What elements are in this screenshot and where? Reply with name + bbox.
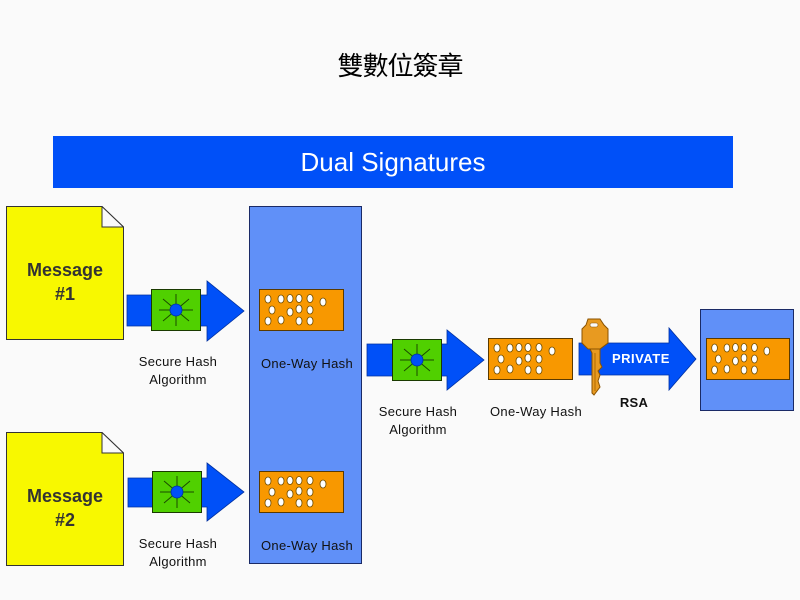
sha-label-3: Secure Hash Algorithm	[358, 403, 478, 439]
dual-signatures-banner: Dual Signatures	[53, 136, 733, 188]
hash-box-combined	[488, 338, 573, 380]
message-2-line2: #2	[54, 510, 76, 530]
message-2-document: Message #2	[6, 431, 125, 566]
hash-box-1	[259, 289, 344, 331]
rsa-label: RSA	[619, 395, 649, 410]
sha-icon-1	[151, 289, 201, 331]
sha-label-line1: Secure Hash	[138, 536, 218, 551]
sha-label-1: Secure Hash Algorithm	[118, 353, 238, 389]
message-1-document: Message #1	[6, 205, 125, 340]
document-icon	[6, 205, 125, 340]
sha-label-line2: Algorithm	[149, 372, 207, 387]
document-icon	[6, 431, 125, 566]
message-1-line2: #1	[54, 284, 76, 304]
private-key-label: PRIVATE	[612, 351, 670, 366]
message-1-line1: Message	[26, 260, 104, 280]
sha-label-line1: Secure Hash	[138, 354, 218, 369]
sha-icon-2	[152, 471, 202, 513]
one-way-hash-label-2: One-Way Hash	[261, 538, 353, 553]
sha-label-line2: Algorithm	[149, 554, 207, 569]
sha-label-line2: Algorithm	[389, 422, 447, 437]
message-1-label: Message #1	[6, 258, 124, 306]
one-way-hash-label-3: One-Way Hash	[490, 404, 582, 419]
sha-icon-3	[392, 339, 442, 381]
message-2-line1: Message	[26, 486, 104, 506]
one-way-hash-label-1: One-Way Hash	[261, 356, 353, 371]
banner-title: Dual Signatures	[300, 146, 486, 177]
sha-label-line1: Secure Hash	[378, 404, 458, 419]
hash-box-2	[259, 471, 344, 513]
message-2-label: Message #2	[6, 484, 124, 532]
chinese-title: 雙數位簽章	[337, 52, 463, 82]
sha-label-2: Secure Hash Algorithm	[118, 535, 238, 571]
key-icon	[581, 318, 609, 396]
hash-box-signed	[706, 338, 790, 380]
